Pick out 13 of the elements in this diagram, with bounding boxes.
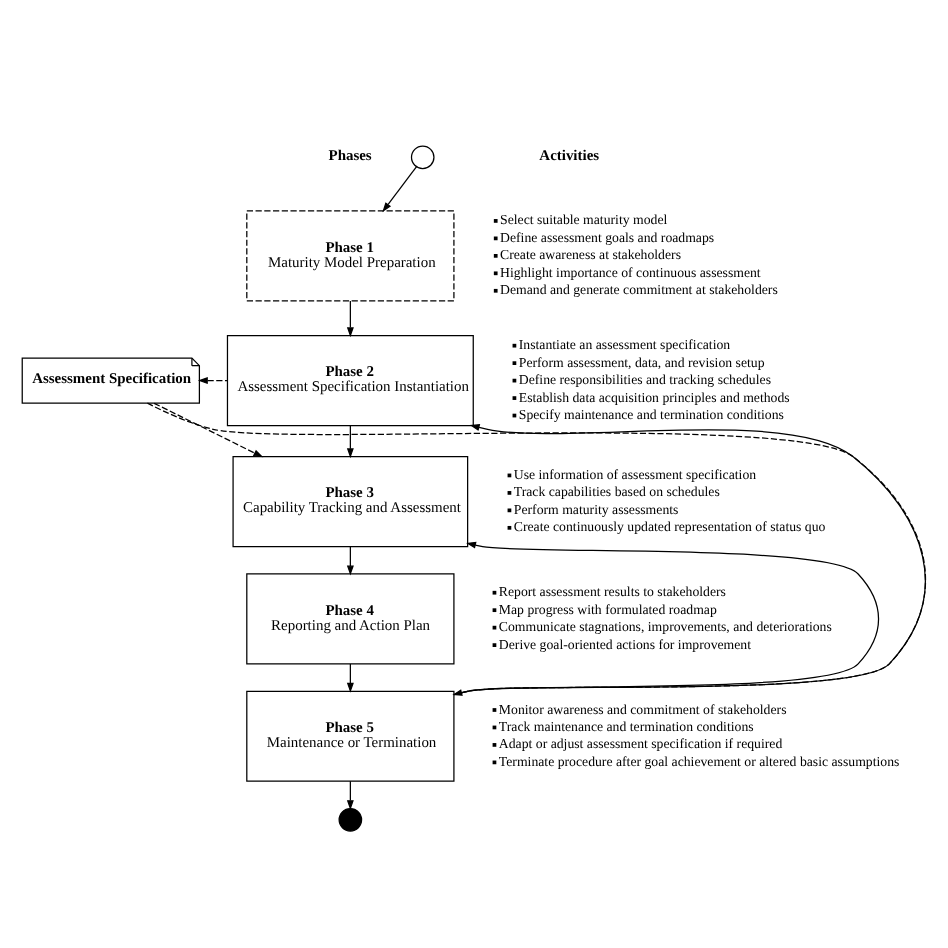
arrow [197,377,228,385]
arrow [346,780,354,811]
node-circle [338,807,363,832]
arrow [453,541,880,696]
arrow [346,663,354,693]
arrow [153,402,264,458]
arrow [146,402,926,696]
arrow [346,425,354,459]
arrow [382,166,418,213]
node-circle [410,145,435,170]
arrow [453,424,926,696]
arrow [346,545,354,576]
arrow [346,300,354,338]
